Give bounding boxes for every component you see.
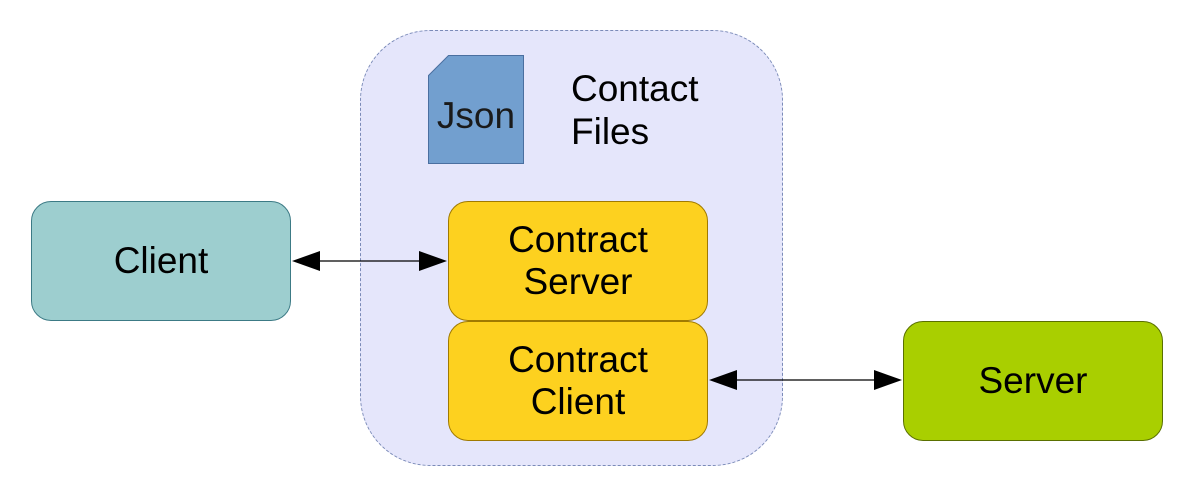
- arrowhead-right-server: [874, 370, 902, 390]
- server-box-label: Server: [978, 360, 1088, 401]
- contract-server-box: Contract Server: [448, 201, 708, 321]
- client-box-label: Client: [113, 240, 209, 281]
- contract-server-label-line-1: Contract: [508, 219, 648, 260]
- json-document-icon: Json: [428, 55, 524, 164]
- json-document-shape: [428, 55, 524, 164]
- json-document-body: [428, 55, 524, 164]
- client-box: Client: [31, 201, 291, 321]
- container-title-line-1: Contact: [571, 68, 699, 109]
- json-label: Json: [436, 95, 516, 136]
- contract-client-to-server-arrow: [709, 370, 902, 390]
- contract-server-label-line-2: Server: [523, 261, 633, 302]
- arrowhead-left-contract-client: [709, 370, 737, 390]
- container-title-line-2: Files: [571, 111, 650, 152]
- arrowhead-left-client: [292, 251, 320, 271]
- client-to-contract-server-arrow: [292, 251, 447, 271]
- arrowhead-right-contract-server: [419, 251, 447, 271]
- server-box: Server: [903, 321, 1163, 441]
- contract-client-label-line-2: Client: [530, 381, 626, 422]
- container-title: Contact Files: [571, 67, 771, 153]
- contract-client-label-line-1: Contract: [508, 339, 648, 380]
- contract-client-box: Contract Client: [448, 321, 708, 441]
